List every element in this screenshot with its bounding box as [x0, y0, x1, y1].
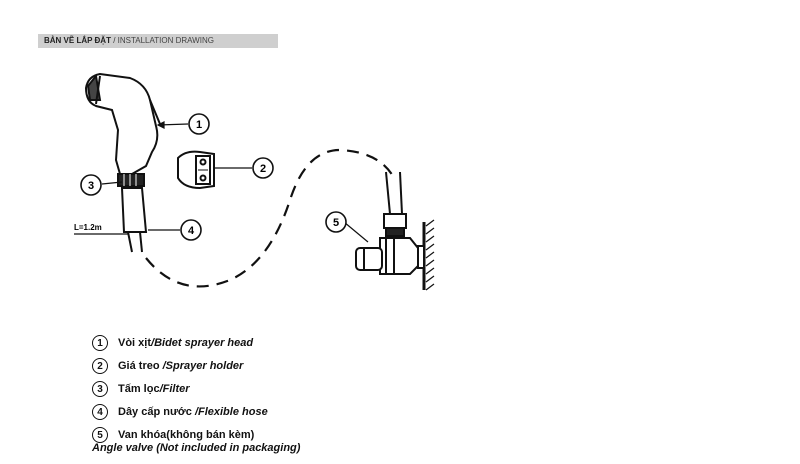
- legend-item-2: 2 Giá treo /Sprayer holder: [92, 357, 512, 380]
- leader-lines: [74, 121, 369, 243]
- callout-1-label: 1: [196, 119, 202, 131]
- legend-en-2: /Sprayer holder: [162, 360, 244, 372]
- installation-drawing-banner: BẢN VẼ LẮP ĐẶT / INSTALLATION DRAWING: [38, 34, 278, 48]
- legend-item-4: 4 Dây cấp nước /Flexible hose: [92, 403, 512, 426]
- legend-number-4: 4: [92, 404, 108, 420]
- legend-item-3: 3 Tấm lọc/Filter: [92, 380, 512, 403]
- legend-vi-2: Giá treo: [118, 360, 163, 372]
- callout-4-label: 4: [188, 225, 195, 237]
- callout-5-label: 5: [333, 217, 339, 229]
- legend-vi-5: Van khóa(không bán kèm): [118, 429, 255, 441]
- legend-item-5: 5 Van khóa(không bán kèm)Angle valve (No…: [92, 426, 512, 458]
- banner-title-en: INSTALLATION DRAWING: [117, 36, 214, 45]
- sprayer-holder-illustration: [177, 150, 215, 190]
- hose-length-label: L=1.2m: [74, 223, 102, 232]
- callout-1: 1: [188, 113, 210, 135]
- callout-3: 3: [80, 174, 102, 196]
- legend-en-3: /Filter: [159, 383, 190, 395]
- callout-5: 5: [325, 211, 347, 233]
- callout-3-label: 3: [88, 180, 94, 192]
- flexible-hose-dashed: [145, 148, 395, 288]
- callout-2-label: 2: [260, 163, 266, 175]
- parts-legend: 1 Vòi xịt/Bidet sprayer head 2 Giá treo …: [92, 334, 512, 458]
- sprayer-head-illustration: [84, 72, 161, 253]
- installation-diagram: 1 2 3 4 5 L=1.2m: [74, 72, 435, 291]
- callout-2: 2: [252, 157, 274, 179]
- legend-number-3: 3: [92, 381, 108, 397]
- legend-number-5: 5: [92, 427, 108, 443]
- legend-vi-4: Dây cấp nước: [118, 406, 195, 418]
- angle-valve-illustration: [355, 171, 435, 291]
- legend-vi-3: Tấm lọc: [118, 383, 160, 395]
- legend-number-2: 2: [92, 358, 108, 374]
- legend-number-1: 1: [92, 335, 108, 351]
- legend-item-1: 1 Vòi xịt/Bidet sprayer head: [92, 334, 512, 357]
- banner-separator: /: [110, 36, 118, 45]
- legend-vi-1: Vòi xịt: [118, 337, 152, 349]
- legend-en-5: Angle valve (Not included in packaging): [92, 442, 301, 454]
- banner-title-vi: BẢN VẼ LẮP ĐẶT: [44, 36, 111, 45]
- callout-4: 4: [180, 219, 202, 241]
- legend-en-4: /Flexible hose: [194, 406, 268, 418]
- legend-en-1: /Bidet sprayer head: [151, 337, 254, 349]
